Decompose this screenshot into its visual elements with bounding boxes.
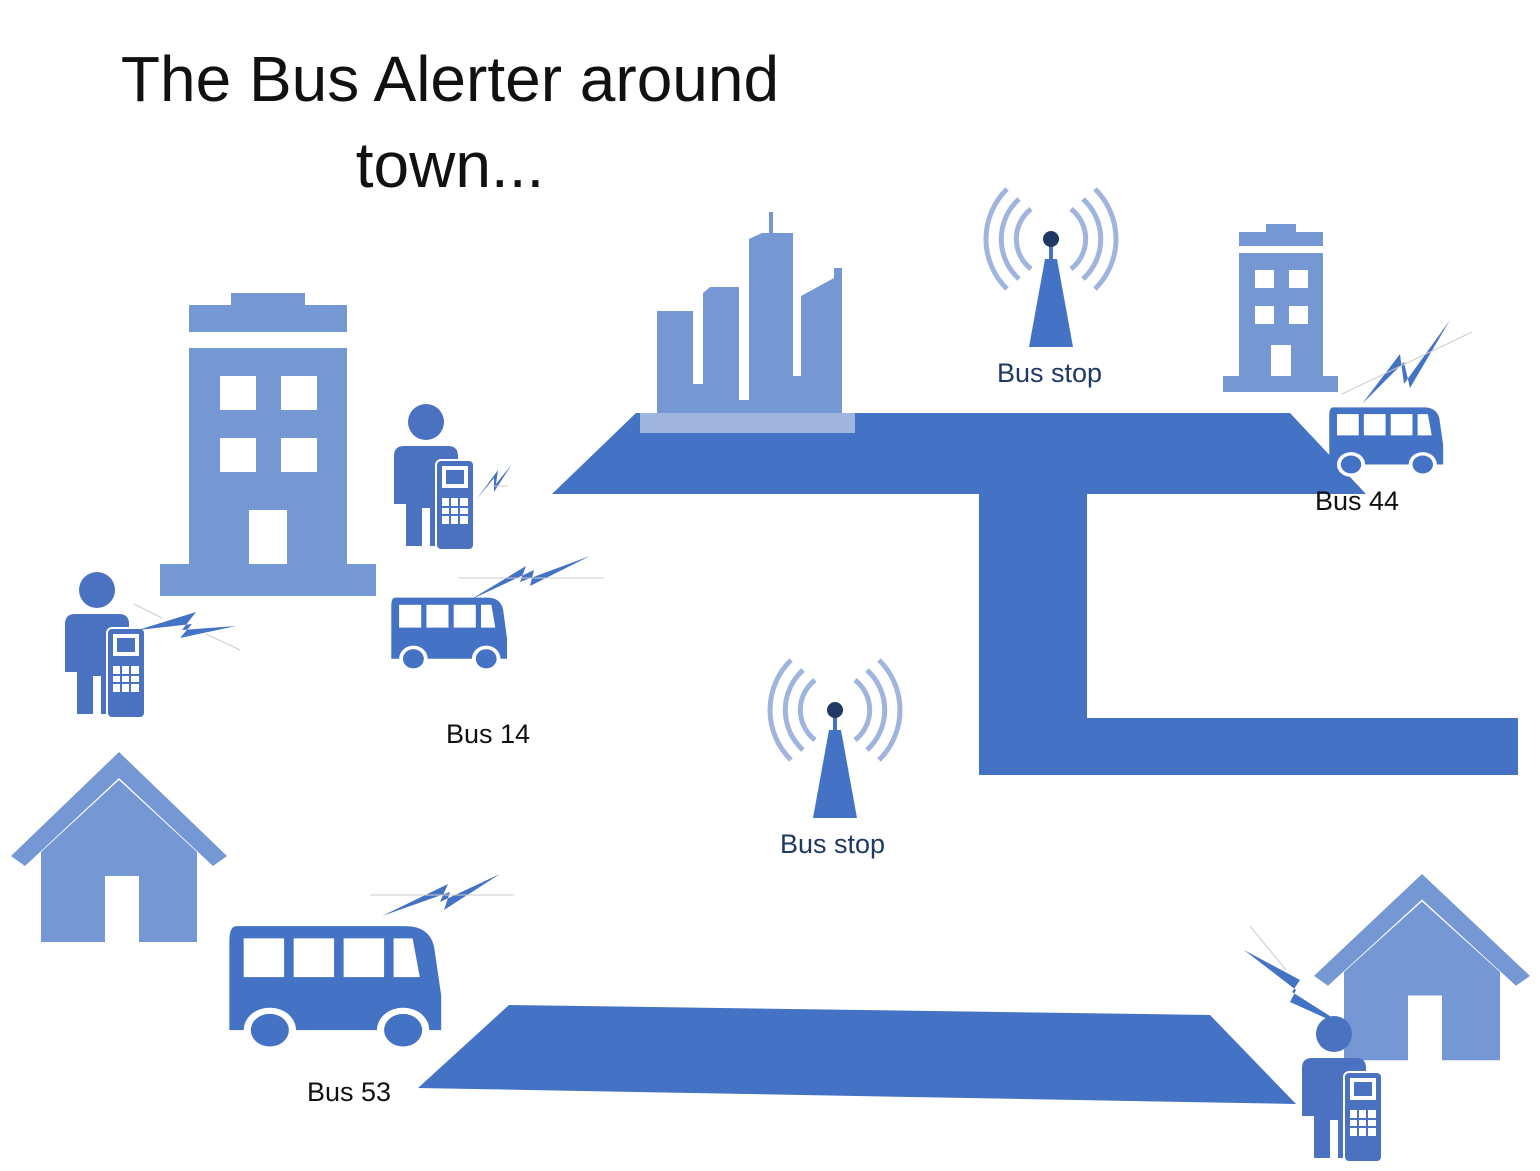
lightning-bolt-icon <box>1244 950 1352 1030</box>
signal-lines <box>133 331 1473 971</box>
bus-icon <box>1329 407 1444 477</box>
office-building-icon <box>1223 224 1338 392</box>
lightning-bolt-icon <box>138 612 236 638</box>
bus-14-label: Bus 14 <box>446 719 531 749</box>
radio-tower-icon <box>770 660 900 818</box>
road-bottom <box>418 1005 1296 1104</box>
lightning-bolt-icon <box>476 464 512 500</box>
person-with-phone-icon <box>64 571 146 719</box>
bus-44-label: Bus 44 <box>1315 486 1400 516</box>
office-building-icon <box>160 293 376 596</box>
bus-53-label: Bus 53 <box>307 1077 392 1107</box>
bus-icon <box>229 926 442 1053</box>
person-with-phone-icon <box>393 403 475 551</box>
lightning-bolt-icon <box>1362 320 1450 404</box>
road-top <box>552 413 1366 494</box>
skyscraper-icon <box>640 212 855 433</box>
road-l-shape <box>979 494 1518 775</box>
bus-icon <box>391 597 507 672</box>
radio-tower-icon <box>986 189 1116 347</box>
bus-stop-label-middle: Bus stop <box>780 829 886 859</box>
page-title: The Bus Alerter around town... <box>120 43 780 201</box>
house-icon <box>11 752 227 942</box>
bus-stop-label-top: Bus stop <box>997 358 1103 388</box>
